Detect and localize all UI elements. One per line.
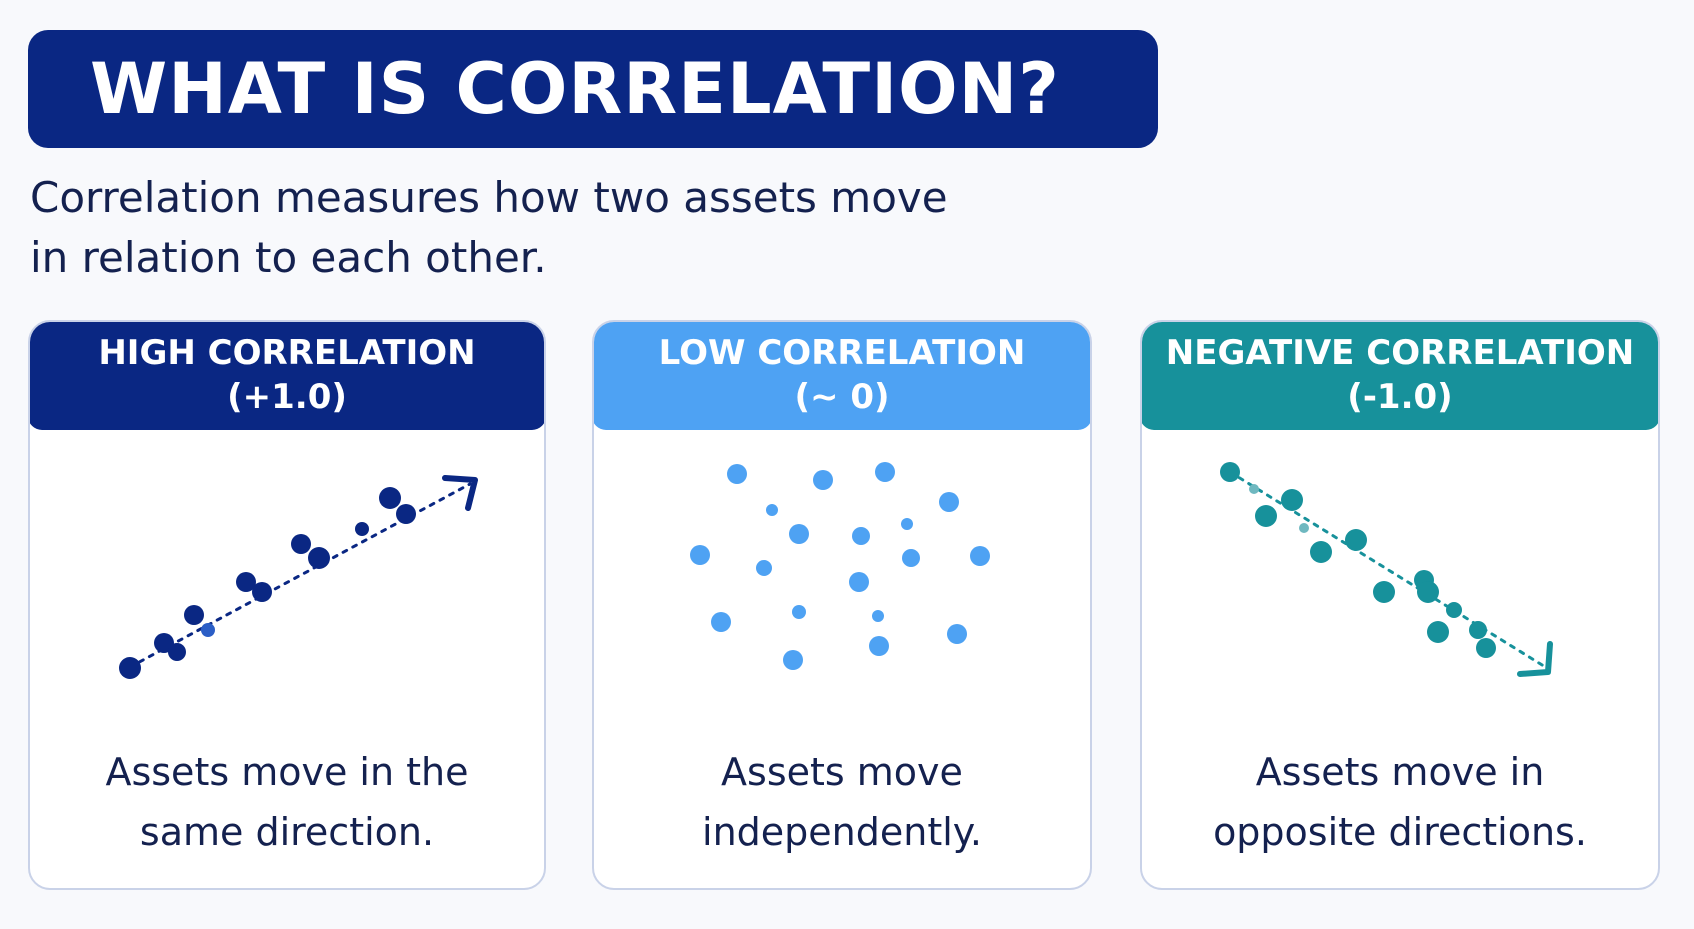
point <box>849 572 869 592</box>
point <box>1220 462 1240 482</box>
point <box>711 612 731 632</box>
card-title-high: HIGH CORRELATION <box>98 333 476 373</box>
point <box>1249 484 1259 494</box>
card-header-negative: NEGATIVE CORRELATION (-1.0) <box>1142 322 1658 430</box>
point <box>690 545 710 565</box>
subtitle: Correlation measures how two assets move… <box>30 168 1030 288</box>
point <box>201 623 215 637</box>
point <box>902 549 920 567</box>
point <box>970 546 990 566</box>
card-desc-negative-line-1: Assets move in <box>1255 750 1545 794</box>
point <box>396 504 416 524</box>
title-banner: WHAT IS CORRELATION? <box>28 30 1158 148</box>
card-negative-correlation: NEGATIVE CORRELATION (-1.0) Assets move … <box>1140 320 1660 890</box>
point <box>783 650 803 670</box>
point <box>168 643 186 661</box>
card-value-low: (~ 0) <box>794 377 890 417</box>
card-title-low: LOW CORRELATION <box>658 333 1026 373</box>
card-value-high: (+1.0) <box>227 377 347 417</box>
point <box>1446 602 1462 618</box>
point <box>236 572 256 592</box>
scatter-negative <box>1220 462 1553 677</box>
card-desc-low-line-1: Assets move <box>721 750 963 794</box>
point <box>789 524 809 544</box>
arrow-head-high <box>442 475 478 511</box>
card-desc-high-line-1: Assets move in the <box>105 750 469 794</box>
point <box>792 605 806 619</box>
point <box>1417 581 1439 603</box>
trend-arrow-line-negative <box>1228 470 1549 670</box>
point <box>869 636 889 656</box>
arrow-head-negative <box>1517 641 1553 677</box>
point <box>1427 621 1449 643</box>
point <box>766 504 778 516</box>
point <box>1476 638 1496 658</box>
point <box>813 470 833 490</box>
card-desc-low-line-2: independently. <box>702 810 982 854</box>
point <box>1373 581 1395 603</box>
card-title-negative: NEGATIVE CORRELATION <box>1165 333 1635 373</box>
scatter-low <box>690 462 990 670</box>
point <box>939 492 959 512</box>
point <box>1310 541 1332 563</box>
point <box>355 522 369 536</box>
point <box>872 610 884 622</box>
card-desc-negative: Assets move in opposite directions. <box>1142 742 1658 862</box>
subtitle-line-1: Correlation measures how two assets move <box>30 173 948 222</box>
point <box>291 534 311 554</box>
point <box>901 518 913 530</box>
point <box>1299 523 1309 533</box>
point <box>852 527 870 545</box>
point <box>184 605 204 625</box>
point <box>1281 489 1303 511</box>
point <box>252 582 272 602</box>
point <box>1469 621 1487 639</box>
card-desc-high-line-2: same direction. <box>139 810 435 854</box>
card-desc-low: Assets move independently. <box>594 742 1090 862</box>
point <box>947 624 967 644</box>
card-desc-high: Assets move in the same direction. <box>30 742 544 862</box>
point <box>875 462 895 482</box>
point <box>756 560 772 576</box>
card-header-low: LOW CORRELATION (~ 0) <box>594 322 1090 430</box>
point <box>119 657 141 679</box>
subtitle-line-2: in relation to each other. <box>30 233 547 282</box>
point <box>308 547 330 569</box>
point <box>1345 529 1367 551</box>
page-title: WHAT IS CORRELATION? <box>90 48 1060 130</box>
trend-arrow-line-high <box>128 482 472 669</box>
point <box>379 487 401 509</box>
card-high-correlation: HIGH CORRELATION (+1.0) Assets move in t… <box>28 320 546 890</box>
card-value-negative: (-1.0) <box>1347 377 1453 417</box>
card-desc-negative-line-2: opposite directions. <box>1213 810 1587 854</box>
point <box>1255 505 1277 527</box>
point <box>727 464 747 484</box>
scatter-high <box>119 475 478 679</box>
card-header-high: HIGH CORRELATION (+1.0) <box>30 322 544 430</box>
card-low-correlation: LOW CORRELATION (~ 0) Assets move <box>592 320 1092 890</box>
